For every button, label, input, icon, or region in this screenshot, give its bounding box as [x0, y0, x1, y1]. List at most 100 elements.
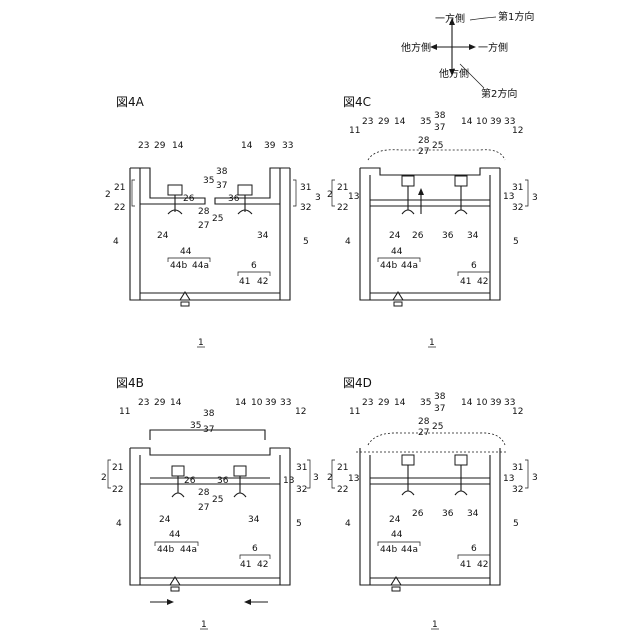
figure-title: 図4B: [116, 376, 144, 390]
ref-44a: 44a: [401, 261, 418, 271]
ref-14-right: 14: [461, 398, 473, 408]
right-clamp-head: [234, 466, 246, 476]
reference-labels: 23 29 14 14 39 33 35 38 37 2 21 22 26 28…: [105, 141, 321, 348]
right-clamp-head: [455, 176, 467, 186]
ref-14-right: 14: [235, 398, 247, 408]
ref-4: 4: [116, 519, 122, 529]
ref-29: 29: [378, 117, 390, 127]
ref-11: 11: [349, 407, 360, 417]
ref-38: 38: [434, 392, 446, 402]
ref-2: 2: [101, 473, 107, 483]
ref-33: 33: [280, 398, 291, 408]
ref-1: 1: [432, 620, 438, 630]
ref-21: 21: [337, 463, 348, 473]
brace-3: [293, 180, 296, 206]
ref-44b: 44b: [157, 545, 174, 555]
ref-26: 26: [184, 476, 196, 486]
arrow-up-icon: [418, 188, 424, 195]
ref-5: 5: [303, 237, 309, 247]
left-clamp-head: [168, 185, 182, 195]
right-clamp-head: [238, 185, 252, 195]
ref-5: 5: [513, 519, 519, 529]
left-clamp-hook: [402, 491, 414, 495]
ref-34: 34: [248, 515, 260, 525]
ref-41: 41: [239, 277, 250, 287]
figure-title: 図4A: [116, 95, 145, 109]
ref-5: 5: [296, 519, 302, 529]
ref-3: 3: [532, 473, 538, 483]
ref-33: 33: [282, 141, 293, 151]
right-clamp-hook: [455, 210, 467, 214]
ref-38: 38: [434, 111, 446, 121]
ref-36: 36: [442, 231, 454, 241]
ref-25: 25: [212, 495, 223, 505]
ref-2: 2: [327, 473, 333, 483]
ref-6: 6: [251, 261, 257, 271]
ref-12: 12: [512, 126, 523, 136]
ref-23: 23: [362, 117, 373, 127]
ref-4: 4: [345, 237, 351, 247]
ref-3: 3: [313, 473, 319, 483]
bottom-latch-foot: [171, 587, 179, 591]
ref-31: 31: [300, 183, 311, 193]
ref-22: 22: [114, 203, 125, 213]
ref-13-right: 13: [503, 192, 514, 202]
ref-24: 24: [157, 231, 169, 241]
ref-27: 27: [198, 503, 209, 513]
ref-37: 37: [434, 123, 445, 133]
ref-24: 24: [389, 231, 401, 241]
brace-2: [108, 460, 111, 488]
arrow-right-icon: [469, 44, 476, 50]
reference-labels: 11 23 29 14 35 38 37 28 25 27 14 10 39 3…: [327, 111, 538, 348]
bottom-latch-foot: [392, 587, 400, 591]
arrow-right-icon: [167, 599, 174, 605]
ref-27: 27: [418, 147, 429, 157]
ref-14-left: 14: [394, 117, 406, 127]
ref-21: 21: [114, 183, 125, 193]
label-one-side-right: 一方側: [478, 41, 508, 54]
ref-39: 39: [265, 398, 277, 408]
ref-13-right: 13: [503, 474, 514, 484]
ref-4: 4: [345, 519, 351, 529]
ref-44b: 44b: [380, 261, 397, 271]
ref-26: 26: [412, 509, 424, 519]
ref-22: 22: [337, 485, 348, 495]
ref-34: 34: [467, 509, 479, 519]
ref-14-right: 14: [241, 141, 253, 151]
label-one-side-top: 一方側: [435, 12, 465, 25]
ref-25: 25: [432, 141, 443, 151]
ref-23: 23: [362, 398, 373, 408]
ref-37: 37: [216, 181, 227, 191]
leader-first-direction: [470, 17, 496, 20]
ref-37: 37: [203, 425, 214, 435]
workpiece-outline: [368, 150, 505, 160]
ref-1: 1: [198, 338, 204, 348]
ref-10: 10: [476, 398, 488, 408]
ref-21: 21: [112, 463, 123, 473]
ref-22: 22: [112, 485, 123, 495]
arrow-left-icon: [244, 599, 251, 605]
figure-4b: 図4B 11: [101, 376, 319, 630]
ref-13: 13: [283, 476, 294, 486]
ref-38: 38: [216, 167, 228, 177]
ref-12: 12: [295, 407, 306, 417]
top-member: [130, 448, 290, 455]
ref-28: 28: [198, 207, 210, 217]
ref-44: 44: [391, 247, 403, 257]
ref-41: 41: [460, 560, 471, 570]
ref-44: 44: [180, 247, 192, 257]
ref-3: 3: [315, 193, 321, 203]
ref-1: 1: [429, 338, 435, 348]
ref-10: 10: [476, 117, 488, 127]
ref-24: 24: [159, 515, 171, 525]
brace-6: [240, 555, 270, 559]
ref-41: 41: [460, 277, 471, 287]
direction-key: 一方側 第1方向 他方側 一方側 他方側 第2方向: [401, 10, 534, 100]
ref-14-left: 14: [172, 141, 184, 151]
ref-25: 25: [212, 214, 223, 224]
ref-34: 34: [257, 231, 269, 241]
ref-23: 23: [138, 141, 149, 151]
figure-title: 図4C: [343, 95, 371, 109]
ref-42: 42: [257, 277, 268, 287]
